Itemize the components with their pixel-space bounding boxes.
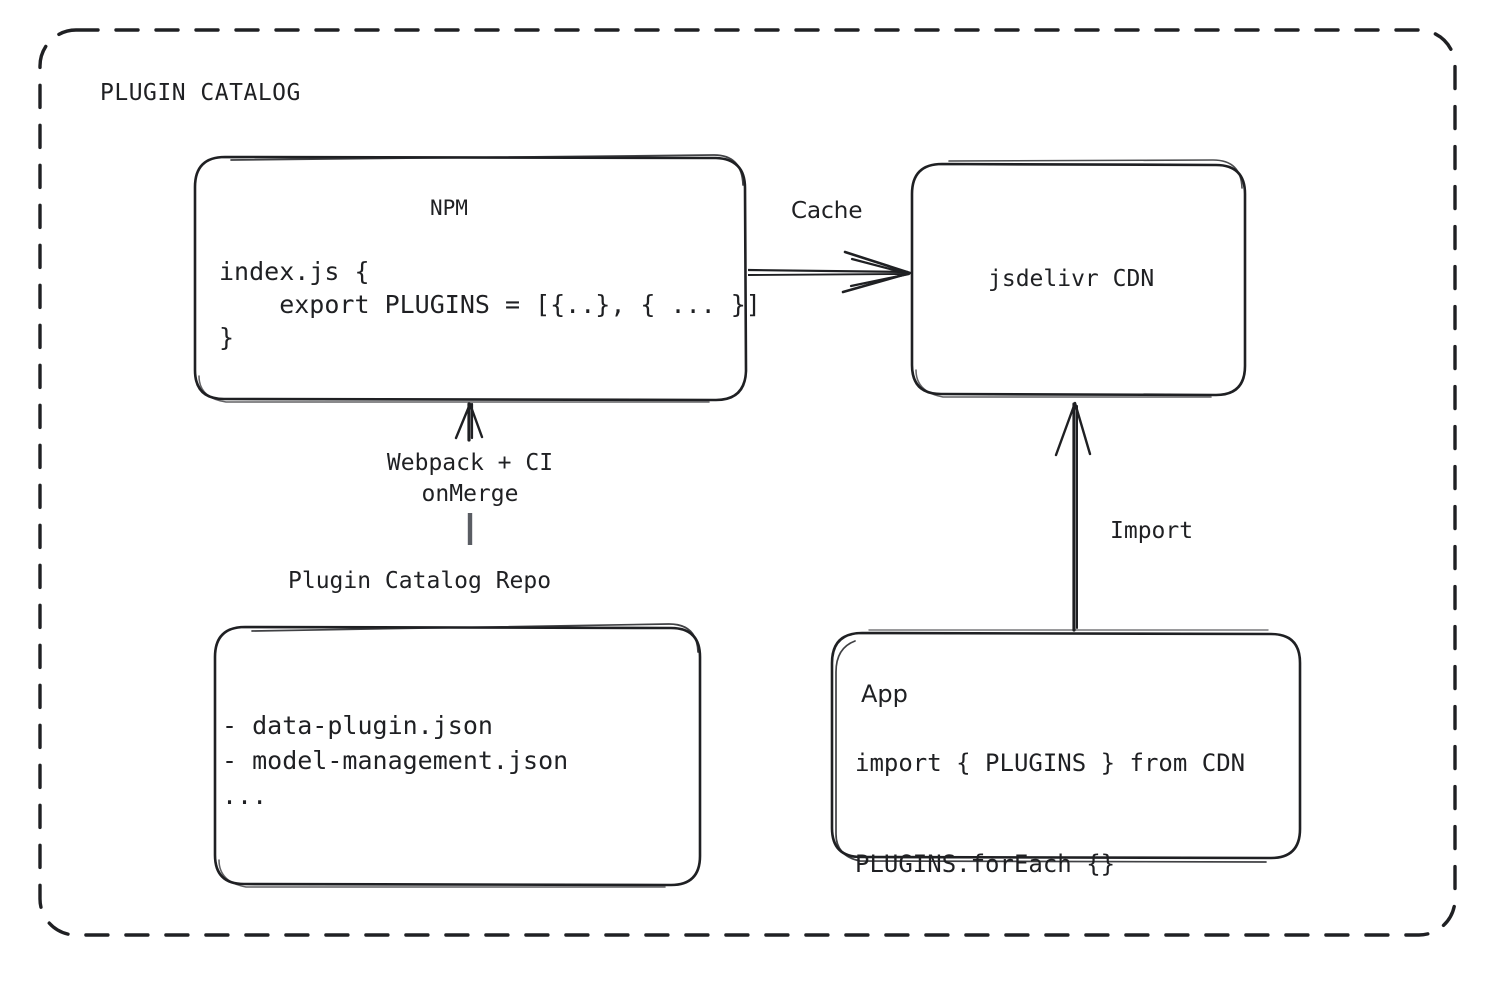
npm-node-title: NPM [430, 196, 468, 220]
repo-node-file-list: - data-plugin.json - model-management.js… [222, 711, 569, 810]
build-edge-label: Webpack + CI onMerge [386, 450, 554, 508]
build-arrow [454, 402, 484, 545]
app-node-shape [830, 629, 1302, 863]
cache-edge-label: Cache [791, 198, 863, 224]
import-edge-label: Import [1110, 518, 1194, 544]
npm-node-shape [193, 154, 748, 403]
plugin-catalog-container-border [38, 28, 1457, 937]
repo-node-shape [213, 623, 702, 888]
app-node-title: App [861, 680, 908, 708]
cdn-node-shape [910, 159, 1247, 398]
repo-node-title: Plugin Catalog Repo [288, 568, 552, 594]
import-arrow [1054, 401, 1092, 632]
npm-node-code: index.js { export PLUGINS = [{..}, { ...… [219, 257, 761, 352]
plugin-catalog-title: PLUGIN CATALOG [100, 80, 301, 106]
cdn-node-title: jsdelivr CDN [988, 266, 1155, 292]
cache-arrow [747, 250, 912, 294]
app-node-code: import { PLUGINS } from CDN PLUGINS.forE… [855, 749, 1246, 878]
